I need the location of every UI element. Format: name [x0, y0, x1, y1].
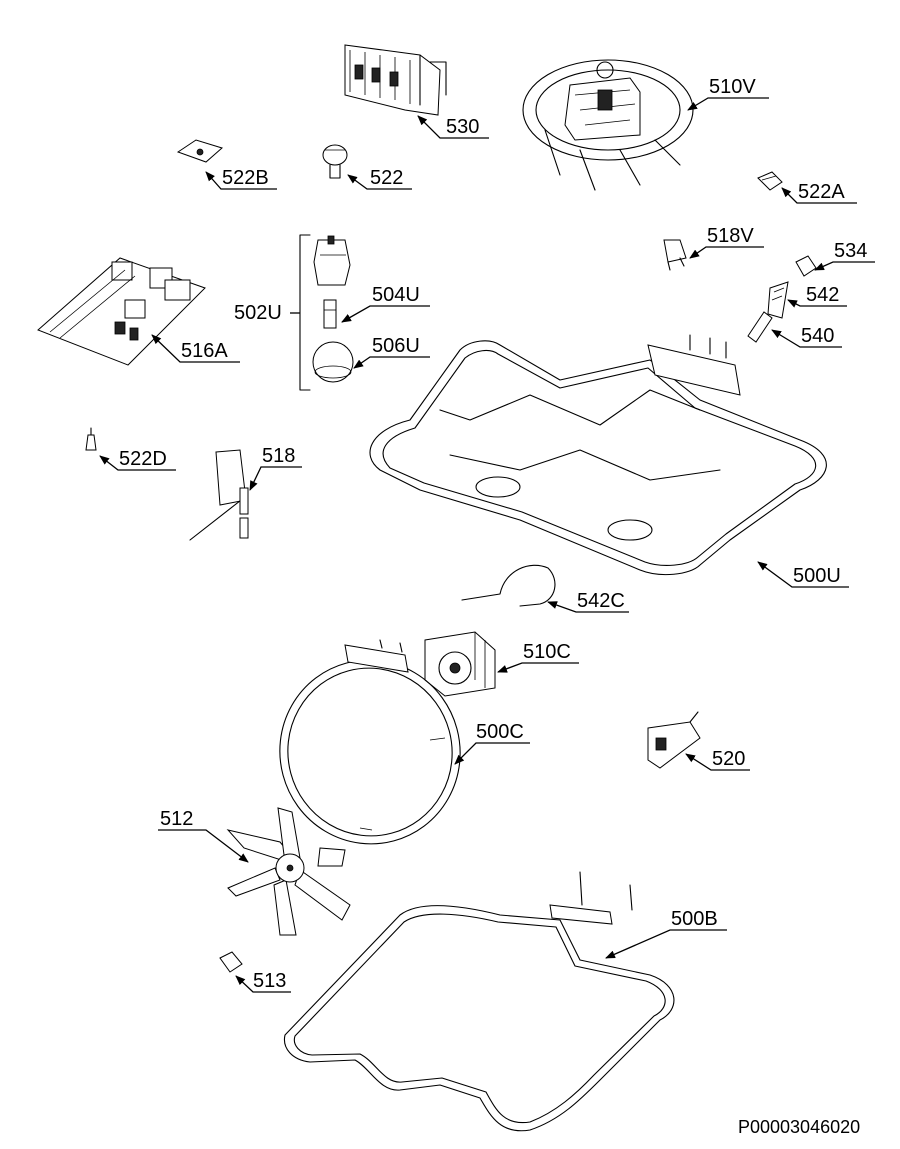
leader-542C [547, 601, 629, 613]
bracket-522B [176, 139, 224, 163]
label-510V: 510V [709, 76, 756, 98]
leader-504U [341, 305, 430, 323]
label-542: 542 [806, 284, 839, 306]
label-512: 512 [160, 808, 193, 830]
leader-510C [497, 662, 579, 673]
leader-506U [353, 356, 430, 369]
leader-510V [687, 97, 769, 111]
leader-500B [605, 929, 727, 959]
cooling-fan-510V [522, 59, 694, 191]
bracket-502U [299, 234, 311, 391]
leader-500C [454, 742, 530, 765]
label-500U: 500U [793, 565, 841, 587]
drawing-id: P00003046020 [738, 1117, 860, 1137]
plate-540 [747, 311, 773, 343]
sensor-518V [663, 239, 687, 271]
fan-motor-510C [424, 631, 496, 697]
leader-540 [771, 329, 842, 348]
label-530: 530 [446, 116, 479, 138]
label-522B: 522B [222, 167, 269, 189]
label-504U: 504U [372, 284, 420, 306]
cover-542 [767, 281, 789, 319]
leader-522A [781, 187, 857, 204]
leader-522 [347, 174, 412, 190]
door-switch-520 [647, 711, 701, 769]
wire-clip-542C [461, 564, 556, 607]
lamp-dome-506U [312, 341, 354, 383]
clip-522A [757, 171, 783, 191]
label-518V: 518V [707, 225, 754, 247]
label-518: 518 [262, 445, 295, 467]
label-502U: 502U [234, 302, 282, 324]
label-534: 534 [834, 240, 867, 262]
label-522A: 522A [798, 181, 845, 203]
label-516A: 516A [181, 340, 228, 362]
knob-534 [795, 255, 817, 277]
leader-522B [205, 171, 277, 190]
circular-element-500C [279, 639, 461, 845]
plug-522D [85, 427, 97, 451]
lamp-holder-522 [322, 144, 348, 179]
bottom-element-500B [283, 871, 675, 1132]
label-506U: 506U [372, 335, 420, 357]
label-513: 513 [253, 970, 286, 992]
leader-522D [99, 455, 176, 471]
control-board-516A [37, 257, 206, 366]
label-542C: 542C [577, 590, 625, 612]
leader-534 [814, 261, 875, 271]
leader-542 [787, 299, 847, 308]
leader-500U [757, 561, 849, 588]
cap-513 [219, 951, 243, 973]
heating-element-500U [369, 334, 827, 576]
leader-512 [158, 829, 249, 863]
leader-513 [235, 975, 291, 993]
probe-518 [189, 449, 249, 541]
switch-502U-top [313, 235, 351, 286]
label-522: 522 [370, 167, 403, 189]
label-540: 540 [801, 325, 834, 347]
fan-blade-512 [226, 807, 351, 936]
leader-530 [417, 115, 489, 139]
leader-516A [151, 334, 240, 363]
label-500B: 500B [671, 908, 718, 930]
label-510C: 510C [523, 641, 571, 663]
leader-518 [249, 466, 302, 491]
part-504U [323, 299, 337, 329]
terminal-block-530 [344, 44, 447, 116]
label-520: 520 [712, 748, 745, 770]
label-500C: 500C [476, 721, 524, 743]
leader-520 [685, 753, 750, 771]
label-522D: 522D [119, 448, 167, 470]
leader-518V [689, 246, 764, 259]
